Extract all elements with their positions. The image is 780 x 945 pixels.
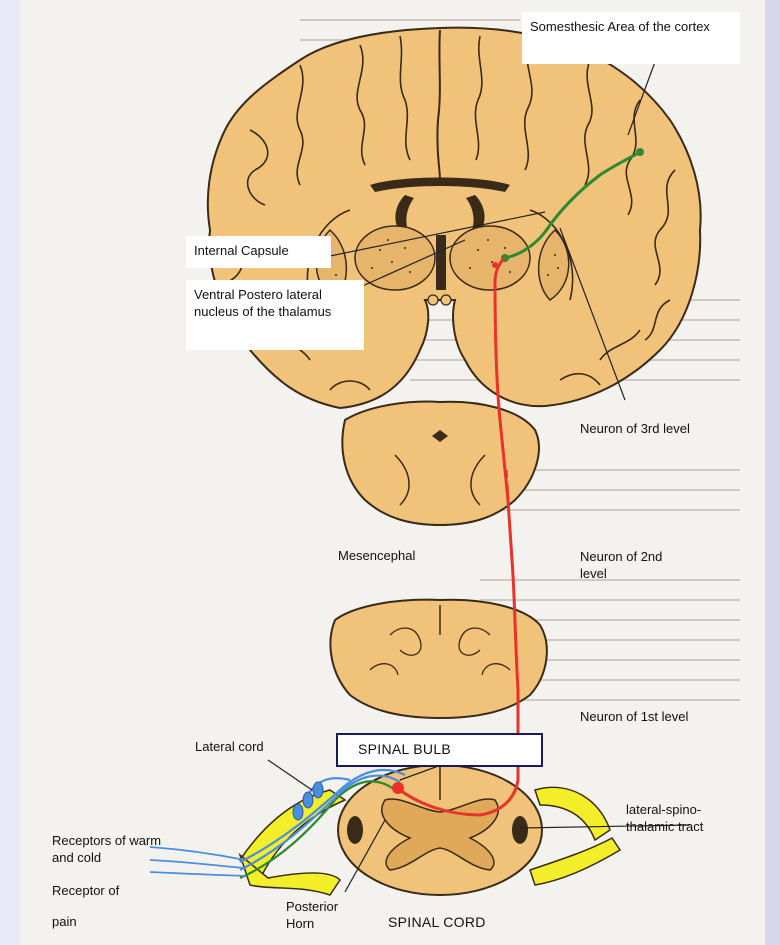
lateral-spinothalamic-tract-label: lateral-spino-thalamic tract bbox=[626, 801, 736, 835]
vpl-nucleus-label: Ventral Postero lateral nucleus of the t… bbox=[186, 280, 364, 350]
mesencephal-label: Mesencephal bbox=[338, 547, 458, 564]
receptor-pain-label-line1: Receptor of bbox=[52, 882, 162, 899]
thalamus-left bbox=[355, 226, 435, 290]
somesthesic-area-label: Somesthesic Area of the cortex bbox=[522, 12, 740, 64]
right-nerve-root bbox=[535, 787, 610, 840]
spinal-cord-section bbox=[150, 765, 620, 895]
brain-coronal-section bbox=[208, 28, 701, 408]
spinal-bulb-label: SPINAL BULB bbox=[336, 733, 543, 767]
neuron-3rd-level-label: Neuron of 3rd level bbox=[580, 420, 690, 437]
lateral-cord-label: Lateral cord bbox=[195, 738, 305, 755]
brain-outline bbox=[208, 28, 701, 408]
right-nerve-sheath bbox=[530, 838, 620, 885]
neuron-2nd-level-label: Neuron of 2nd level bbox=[580, 548, 690, 582]
receptors-warm-cold-label: Receptors of warm and cold bbox=[52, 832, 164, 866]
thalamus-right bbox=[450, 226, 530, 290]
third-ventricle bbox=[436, 235, 446, 290]
internal-capsule-label: Internal Capsule bbox=[186, 236, 331, 268]
receptor-pain-label-line2: pain bbox=[52, 913, 112, 930]
spinal-cord-label: SPINAL CORD bbox=[388, 914, 528, 931]
posterior-horn-label: Posterior Horn bbox=[286, 898, 366, 932]
neuron-1st-level-label: Neuron of 1st level bbox=[580, 708, 690, 725]
receptor-fibers bbox=[150, 847, 245, 876]
